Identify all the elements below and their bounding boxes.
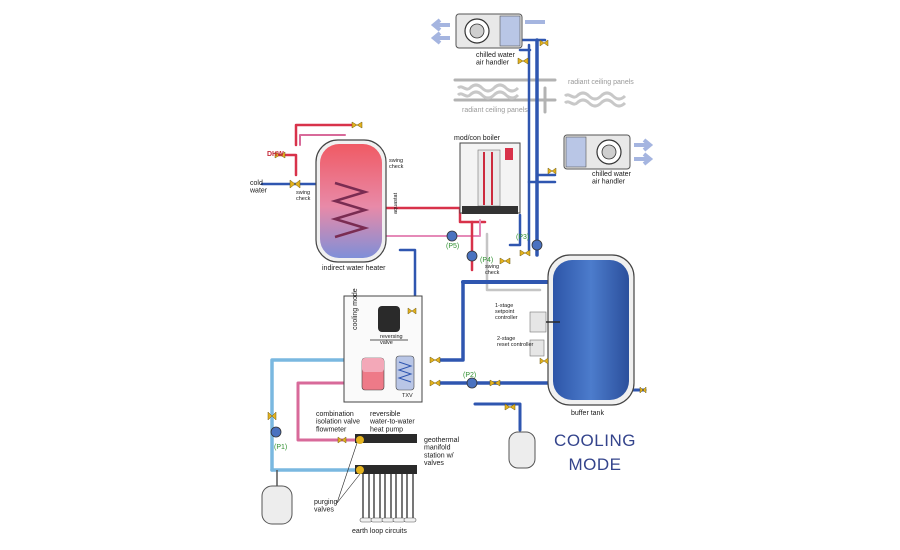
expansion-tank-ground: [261, 485, 293, 525]
mode-title-line2: MODE: [569, 455, 622, 474]
pipe-air-handler-top: [518, 38, 547, 52]
expansion-tank-buffer: [508, 431, 536, 469]
dhw-label: DHW: [267, 151, 284, 158]
buffer-tank-label: buffer tank: [571, 410, 604, 417]
pump-p3: [531, 239, 543, 251]
pipe-grey-return: [485, 232, 542, 292]
airflow-arrow-right-2: [634, 138, 654, 152]
valves: [267, 39, 647, 444]
indirect-water-heater: [315, 139, 387, 263]
radiant-panels-label-2: radiant ceiling panels: [462, 107, 528, 114]
cooling-mode-vertical-label: cooling mode: [352, 288, 359, 330]
mode-title-line1: COOLING: [554, 431, 636, 450]
earth-loop-circuits: [362, 474, 414, 520]
pump-p2-label: (P2): [463, 372, 476, 379]
buffer-tank: [547, 254, 635, 406]
pipe-hot-loop-2: [299, 134, 346, 146]
txv-label: TXV: [402, 393, 413, 399]
controllers: [529, 311, 560, 357]
compressor: [378, 306, 400, 332]
pump-p1-label: (P1): [274, 444, 287, 451]
pump-p4: [466, 250, 478, 262]
pump-p4-label: (P4): [480, 257, 493, 264]
airflow-arrow-left-1: [430, 18, 450, 32]
radiant-panels-label-1: radiant ceiling panels: [568, 79, 634, 86]
mod-con-boiler-label: mod/con boiler: [454, 135, 501, 142]
air-handler-right: [563, 134, 654, 170]
pipe-expansion-line: [473, 402, 522, 432]
earth-loop-label: earth loop circuits: [352, 528, 407, 535]
pipe-hot-loop: [294, 123, 354, 147]
pump-p1: [270, 426, 282, 438]
pipe-header-down: [438, 280, 465, 362]
pump-p2: [466, 377, 478, 389]
pump-p5: [446, 230, 458, 242]
airflow-arrow-right-3: [634, 152, 654, 166]
pipe-coil-return: [384, 219, 481, 237]
indirect-water-heater-label: indirect water heater: [322, 265, 386, 272]
pump-p3-label: (P3): [516, 234, 529, 241]
geothermal-manifold: [336, 434, 417, 523]
heat-exchanger-cold: [395, 355, 415, 391]
expansion-tanks: [261, 431, 536, 525]
reversible-heat-pump: [343, 295, 423, 403]
heat-exchanger-coil: [330, 181, 370, 239]
airflow-arrow-left-2: [430, 31, 450, 45]
radiant-panels: [456, 83, 627, 108]
pipe-air-handler-right: [527, 173, 557, 184]
pipe-ground-return: [296, 381, 357, 442]
pump-p5-label: (P5): [446, 243, 459, 250]
pipe-boiler-return: [508, 213, 522, 247]
aquastat-label: aquastat: [393, 192, 399, 214]
air-handler-top: [430, 13, 545, 49]
pumps: [270, 230, 543, 438]
mod-con-boiler: [459, 142, 521, 214]
pipe-dhw-out: [276, 153, 298, 177]
